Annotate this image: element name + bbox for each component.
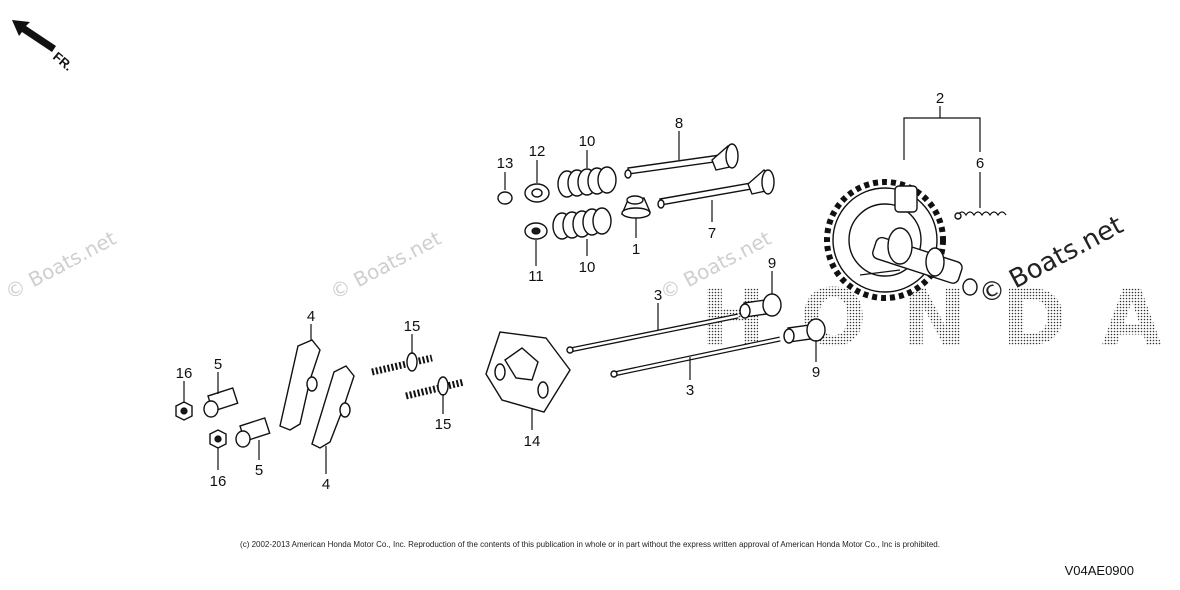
callout-16-upper: 16 (176, 365, 193, 382)
part-15-stud-upper (371, 352, 433, 376)
part-3-push-rod-upper (566, 313, 739, 354)
callout-8: 8 (675, 115, 683, 132)
watermark-text: © Boats.net (326, 226, 445, 305)
part-14-push-rod-guide-plate (485, 331, 571, 413)
callout-15-lower: 15 (435, 416, 452, 433)
part-9-valve-lifter-lower (783, 318, 826, 344)
callout-6: 6 (976, 155, 984, 172)
callout-10-lower: 10 (579, 259, 596, 276)
watermark-text: © Boats.net (1, 226, 120, 305)
part-6-decompressor-spring (954, 211, 1007, 220)
copyright-notice: (c) 2002-2013 American Honda Motor Co., … (240, 540, 940, 549)
callout-11: 11 (528, 268, 544, 285)
callout-labels: 13 12 10 10 11 1 8 7 2 6 9 9 3 3 14 15 1… (176, 90, 985, 493)
part-4-rocker-arm-upper (279, 339, 321, 431)
callout-10-upper: 10 (579, 133, 596, 150)
part-3-push-rod-lower (610, 336, 781, 378)
part-13-valve-cotter (497, 191, 513, 205)
callout-1: 1 (632, 241, 640, 258)
part-11-spring-retainer-lower (524, 222, 548, 240)
callout-5-upper: 5 (214, 356, 222, 373)
part-15-stud-lower (405, 376, 465, 400)
callout-13: 13 (497, 155, 514, 172)
callout-4-upper: 4 (307, 308, 315, 325)
callout-9-lower: 9 (812, 364, 820, 381)
part-10-valve-spring-lower (552, 207, 612, 240)
callout-12: 12 (529, 143, 546, 160)
callout-16-lower: 16 (210, 473, 227, 490)
part-8-valve-in (624, 143, 739, 179)
callout-9-upper: 9 (768, 255, 776, 272)
part-9-valve-lifter-upper (739, 293, 782, 319)
part-16-pivot-nut-lower (209, 429, 227, 449)
part-5-rocker-pivot-lower (235, 417, 271, 448)
part-1-valve-stem-seal (620, 195, 652, 219)
diagram-code: V04AE0900 (1064, 563, 1134, 578)
callout-3-lower: 3 (686, 382, 694, 399)
callout-2: 2 (936, 90, 944, 107)
part-7-valve-ex (657, 169, 775, 209)
callout-3-upper: 3 (654, 287, 662, 304)
callout-7: 7 (708, 225, 716, 242)
brand-watermark: HONDA (700, 274, 1170, 364)
front-direction-arrow: FR. (12, 20, 76, 74)
callout-5-lower: 5 (255, 462, 263, 479)
part-10-valve-spring-upper (557, 166, 617, 198)
fr-label: FR. (50, 49, 76, 74)
part-2-camshaft-assembly (824, 179, 978, 301)
callout-4-lower: 4 (322, 476, 330, 493)
part-16-pivot-nut-upper (175, 401, 193, 421)
leader-lines (183, 106, 981, 474)
part-5-rocker-pivot-upper (203, 387, 239, 418)
callout-15-upper: 15 (404, 318, 421, 335)
part-12-spring-retainer (524, 183, 550, 203)
callout-14: 14 (524, 433, 541, 450)
part-4-rocker-arm-lower (311, 365, 355, 449)
